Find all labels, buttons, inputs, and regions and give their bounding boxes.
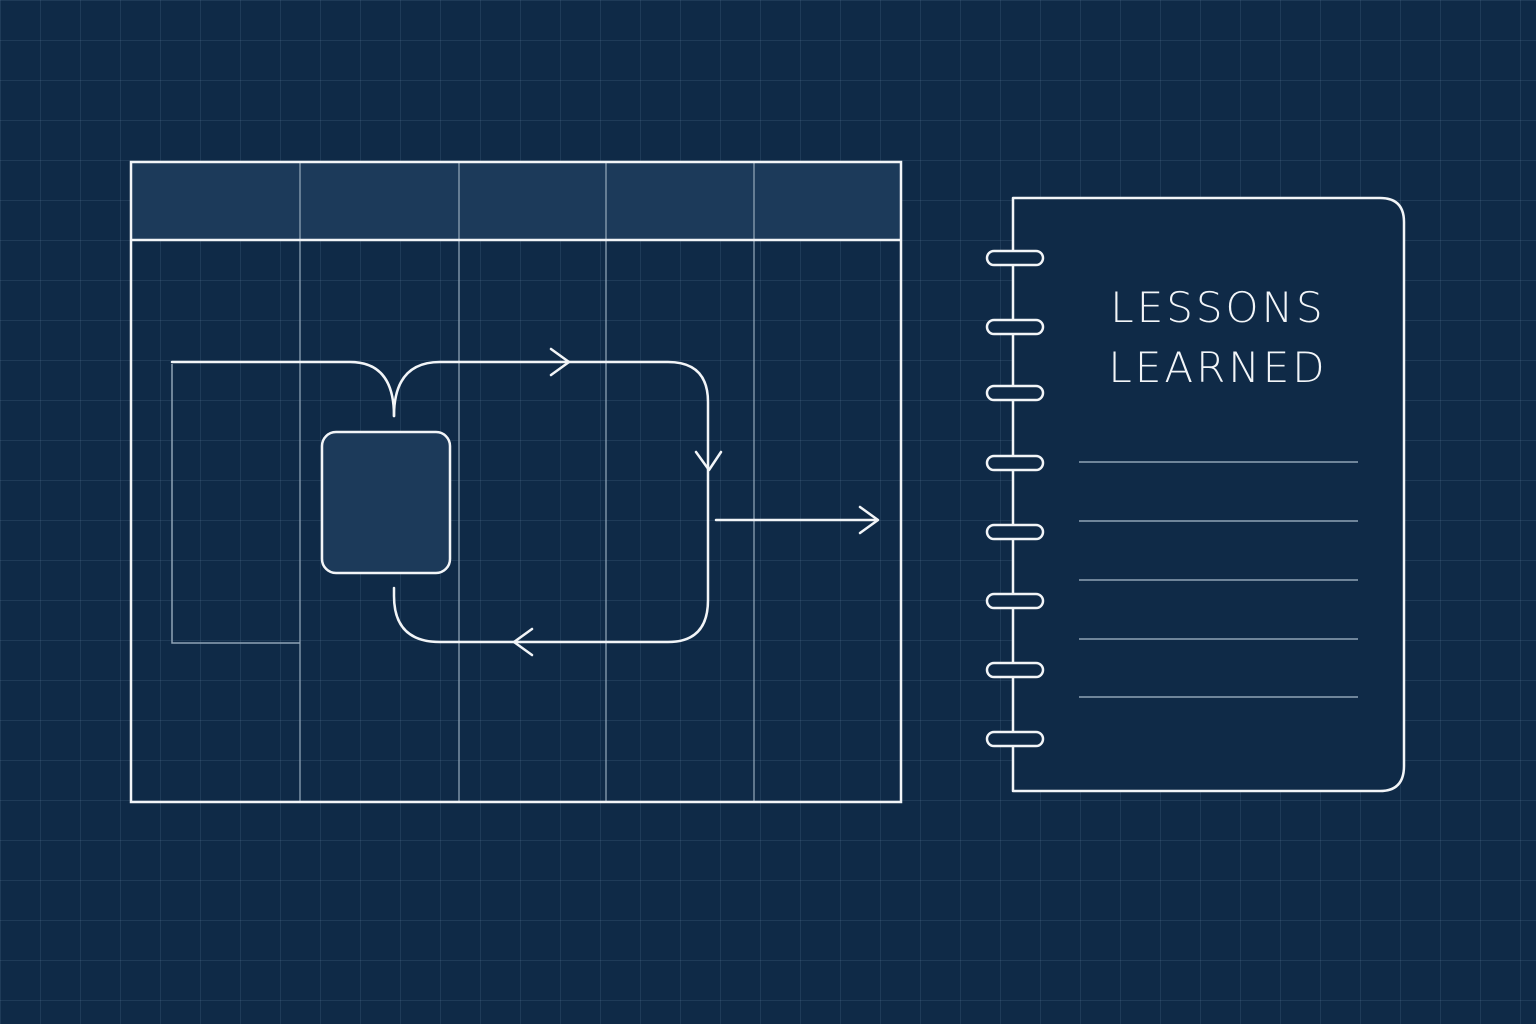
- notebook-title-line-1: LESSONS: [1110, 283, 1326, 332]
- arrowhead-down-right: [694, 450, 723, 472]
- notebook-cover: [1011, 196, 1406, 793]
- notebook-title: LESSONS LEARNED: [1040, 278, 1396, 398]
- spiral-ring-4: [985, 454, 1045, 472]
- spiral-ring-2: [985, 318, 1045, 336]
- notebook-rule-lines: [1079, 461, 1358, 698]
- spiral-ring-8: [985, 730, 1045, 748]
- spiral-ring-3: [985, 384, 1045, 402]
- feedback-loop: [170, 347, 880, 657]
- notebook-spiral-binding: [985, 249, 1045, 748]
- arrowhead-right-top: [549, 347, 571, 377]
- loop-top-path: [392, 360, 710, 644]
- board-frame: [129, 160, 903, 804]
- spiral-ring-5: [985, 523, 1045, 541]
- notebook-title-line-2: LEARNED: [1108, 343, 1328, 392]
- loop-entry-path: [170, 360, 396, 418]
- board-header-band: [131, 162, 901, 240]
- arrowhead-left-bottom: [512, 627, 534, 657]
- swimlane-board: [129, 160, 903, 804]
- spiral-ring-6: [985, 592, 1045, 610]
- spiral-ring-7: [985, 661, 1045, 679]
- lane-bracket: [171, 364, 300, 644]
- column-dividers: [299, 162, 755, 802]
- arrowhead-output: [858, 505, 880, 535]
- spiral-ring-1: [985, 249, 1045, 267]
- lessons-notebook: [985, 196, 1406, 793]
- process-box: [320, 430, 452, 575]
